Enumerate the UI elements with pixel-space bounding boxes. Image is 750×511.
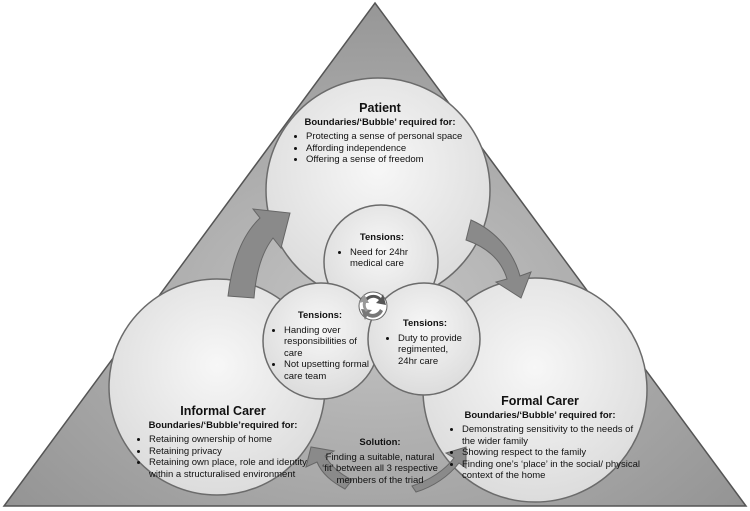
list-item: Retaining ownership of home <box>149 434 323 446</box>
informal-carer-text: Informal Carer Boundaries/‘Bubble’requir… <box>123 405 323 480</box>
list-item: Offering a sense of freedom <box>306 154 480 166</box>
arrow-informal-to-patient <box>227 208 291 299</box>
patient-list: Protecting a sense of personal space Aff… <box>280 131 480 166</box>
arrow-patient-to-formal <box>465 219 532 299</box>
tension-top-text: Tensions: Need for 24hr medical care <box>336 232 428 270</box>
list-item: Handing over responsibilities of care <box>284 325 370 360</box>
arrow-solution-right <box>411 446 467 493</box>
cycle-arrows-icon <box>358 291 388 321</box>
solution-body: Finding a suitable, natural ‘fit’ betwee… <box>322 451 438 486</box>
patient-subtitle: Boundaries/‘Bubble’ required for: <box>304 116 456 128</box>
formal-carer-title: Formal Carer <box>501 394 579 408</box>
tension-right-title: Tensions: <box>402 318 448 329</box>
tension-left-list: Handing over responsibilities of care No… <box>270 325 370 383</box>
tension-left-text: Tensions: Handing over responsibilities … <box>270 310 370 382</box>
formal-carer-text: Formal Carer Boundaries/‘Bubble’ require… <box>440 395 640 482</box>
list-item: Showing respect to the family <box>462 447 640 459</box>
patient-title: Patient <box>359 101 401 115</box>
list-item: Not upsetting formal care team <box>284 359 370 382</box>
tension-top-list: Need for 24hr medical care <box>336 247 428 270</box>
list-item: Retaining own place, role and identity w… <box>149 457 323 480</box>
list-item: Protecting a sense of personal space <box>306 131 480 143</box>
formal-carer-subtitle: Boundaries/‘Bubble’ required for: <box>464 409 616 421</box>
tension-left-title: Tensions: <box>297 310 343 321</box>
solution-title: Solution: <box>359 437 401 448</box>
patient-text: Patient Boundaries/‘Bubble’ required for… <box>280 102 480 166</box>
formal-carer-list: Demonstrating sensitivity to the needs o… <box>440 424 640 482</box>
tension-right-list: Duty to provide regimented, 24hr care <box>384 333 466 368</box>
arrow-solution-left <box>305 446 353 490</box>
list-item: Need for 24hr medical care <box>350 247 428 270</box>
list-item: Retaining privacy <box>149 446 323 458</box>
list-item: Demonstrating sensitivity to the needs o… <box>462 424 640 447</box>
tension-top-title: Tensions: <box>359 232 405 243</box>
solution-text: Solution: Finding a suitable, natural ‘f… <box>320 437 440 486</box>
list-item: Duty to provide regimented, 24hr care <box>398 333 466 368</box>
informal-carer-subtitle: Boundaries/‘Bubble’required for: <box>148 419 298 431</box>
list-item: Finding one’s ‘place’ in the social/ phy… <box>462 459 640 482</box>
informal-carer-title: Informal Carer <box>180 404 266 418</box>
tension-right-text: Tensions: Duty to provide regimented, 24… <box>384 318 466 367</box>
list-item: Affording independence <box>306 143 480 155</box>
tension-right-circle <box>367 282 481 396</box>
informal-carer-list: Retaining ownership of home Retaining pr… <box>123 434 323 480</box>
